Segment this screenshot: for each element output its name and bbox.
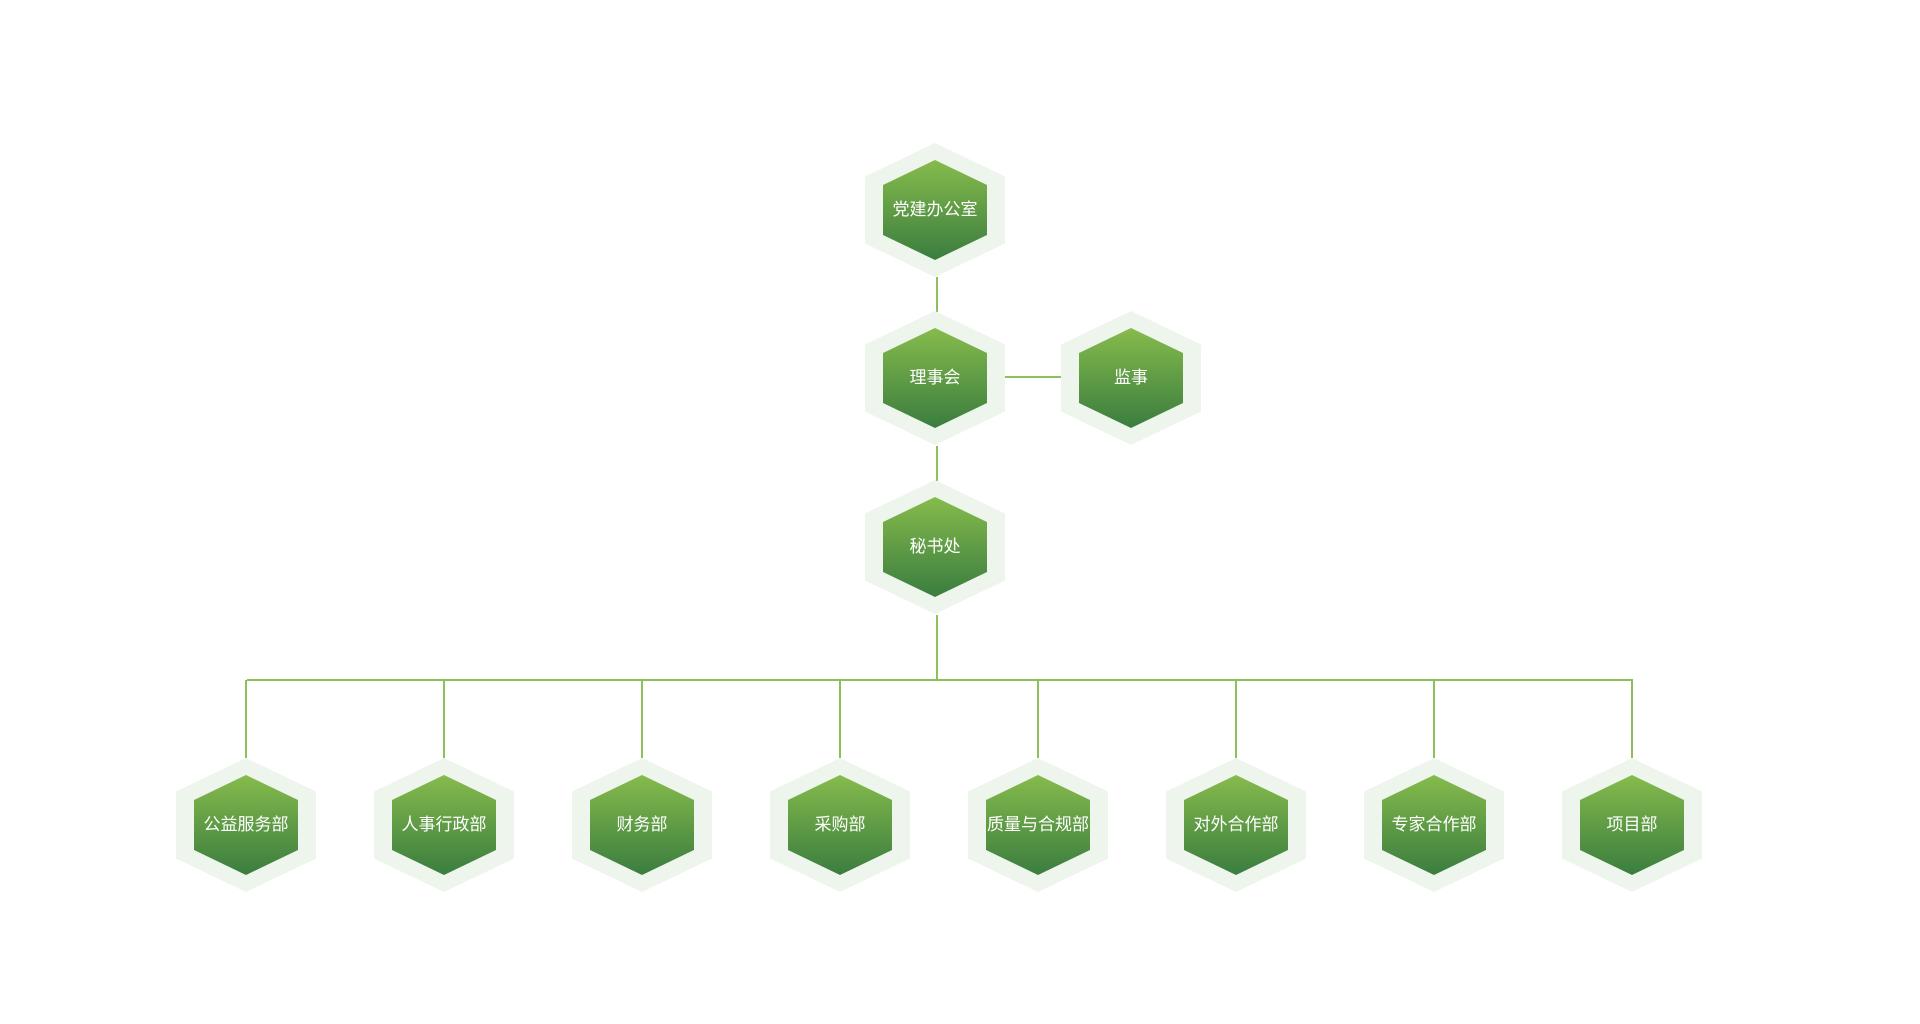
node-hexagon bbox=[194, 775, 298, 875]
node-label: 秘书处 bbox=[910, 537, 961, 557]
node-hexagon bbox=[986, 775, 1090, 875]
node-supervisor[interactable]: 监事 bbox=[1061, 311, 1201, 445]
node-label: 人事行政部 bbox=[402, 815, 487, 835]
node-label: 质量与合规部 bbox=[987, 815, 1089, 835]
node-label: 财务部 bbox=[617, 815, 668, 835]
node-hexagon bbox=[1580, 775, 1684, 875]
node-department[interactable]: 专家合作部 bbox=[1364, 758, 1504, 892]
node-hexagon bbox=[392, 775, 496, 875]
node-label: 公益服务部 bbox=[204, 815, 289, 835]
node-hexagon bbox=[590, 775, 694, 875]
node-label: 项目部 bbox=[1607, 815, 1658, 835]
node-party-office[interactable]: 党建办公室 bbox=[865, 143, 1005, 277]
node-label: 理事会 bbox=[910, 368, 961, 388]
node-department[interactable]: 对外合作部 bbox=[1166, 758, 1306, 892]
node-hexagon bbox=[883, 497, 987, 597]
node-hexagon bbox=[883, 328, 987, 428]
node-department[interactable]: 质量与合规部 bbox=[968, 758, 1108, 892]
node-secretariat[interactable]: 秘书处 bbox=[865, 480, 1005, 614]
node-department[interactable]: 采购部 bbox=[770, 758, 910, 892]
node-department[interactable]: 公益服务部 bbox=[176, 758, 316, 892]
node-council[interactable]: 理事会 bbox=[865, 311, 1005, 445]
node-label: 专家合作部 bbox=[1392, 815, 1477, 835]
node-label: 采购部 bbox=[815, 815, 866, 835]
node-hexagon bbox=[883, 160, 987, 260]
connectors bbox=[247, 277, 1633, 681]
node-label: 党建办公室 bbox=[893, 200, 978, 220]
node-hexagon bbox=[788, 775, 892, 875]
node-department[interactable]: 财务部 bbox=[572, 758, 712, 892]
node-department[interactable]: 人事行政部 bbox=[374, 758, 514, 892]
department-drops bbox=[245, 680, 1633, 758]
node-hexagon bbox=[1184, 775, 1288, 875]
node-label: 监事 bbox=[1114, 368, 1148, 388]
node-hexagon bbox=[1382, 775, 1486, 875]
node-hexagon bbox=[1079, 328, 1183, 428]
department-nodes: 公益服务部 人事行政部 财务部 采购部 质量与合规部 对外合作部 专家合作部 项目部 bbox=[176, 758, 1702, 892]
node-label: 对外合作部 bbox=[1194, 815, 1279, 835]
node-department[interactable]: 项目部 bbox=[1562, 758, 1702, 892]
